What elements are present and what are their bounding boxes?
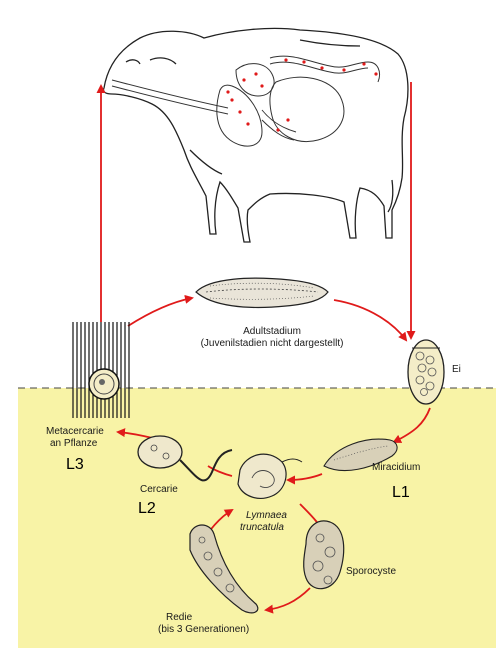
miracidium-label: Miracidium	[372, 462, 420, 474]
metacercarie-note: an Pflanze	[50, 438, 97, 450]
sheep-host-illustration	[103, 28, 407, 242]
egg-illustration	[408, 340, 444, 404]
sheep-organs	[112, 56, 380, 146]
parasite-dots	[226, 58, 377, 131]
plant-with-metacercarie	[70, 322, 132, 418]
stage-code-l2: L2	[138, 500, 156, 518]
egg-label: Ei	[452, 364, 461, 376]
sporocyste-illustration	[304, 521, 344, 589]
adult-fluke-illustration	[196, 278, 328, 307]
metacercarie-label: Metacercarie	[46, 426, 104, 438]
sporocyste-label: Sporocyste	[346, 566, 396, 578]
redie-note: (bis 3 Generationen)	[158, 624, 249, 636]
snail-species-label: truncatula	[240, 522, 284, 534]
cercarie-label: Cercarie	[140, 484, 178, 496]
snail-genus-label: Lymnaea	[246, 510, 287, 522]
redie-label: Redie	[166, 612, 192, 624]
adult-stage-label: Adultstadium	[243, 326, 301, 338]
stage-code-l1: L1	[392, 484, 410, 502]
adult-stage-note: (Juvenilstadien nicht dargestellt)	[201, 338, 344, 350]
stage-code-l3: L3	[66, 456, 84, 474]
